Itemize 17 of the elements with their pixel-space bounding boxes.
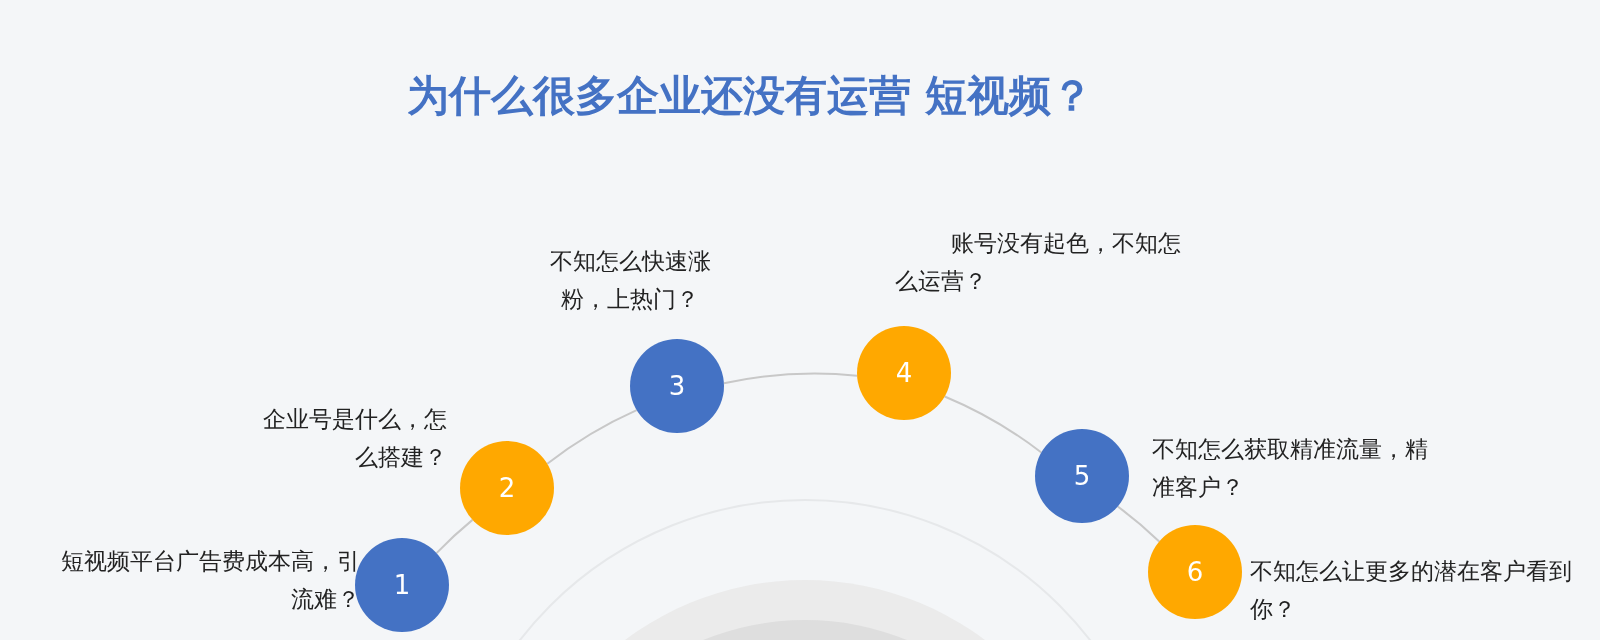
question-text: 不知怎么获取精准流量，精准客户？ <box>1152 435 1429 502</box>
connector-arc <box>546 409 638 465</box>
connector-arc <box>1116 505 1161 543</box>
title: 为什么很多企业还没有运营 短视频？ <box>405 70 1095 122</box>
question-text: 不知怎么快速涨粉，上热门？ <box>548 247 712 314</box>
number-circle: 2 <box>460 441 554 535</box>
question-text: 账号没有起色，不知怎么运营？ <box>895 229 1182 296</box>
connector-arc <box>722 372 859 385</box>
connector-arc <box>943 395 1043 454</box>
connector-arc <box>435 518 474 555</box>
number-circle: 1 <box>355 538 449 632</box>
question-text: 不知怎么让更多的潜在客户看到你？ <box>1250 557 1573 624</box>
number-circle: 5 <box>1035 429 1129 523</box>
number-circle: 6 <box>1148 525 1242 619</box>
question-text: 企业号是什么，怎么搭建？ <box>262 405 447 472</box>
number-circle: 3 <box>630 339 724 433</box>
number-circle: 4 <box>857 326 951 420</box>
